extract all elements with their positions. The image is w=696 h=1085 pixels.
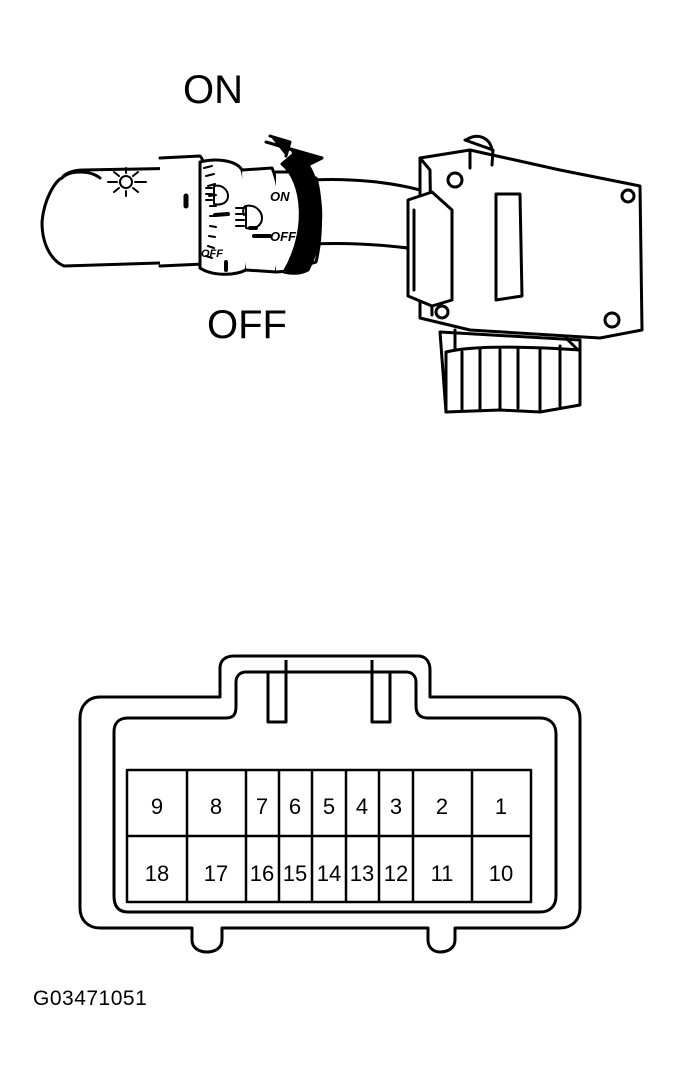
switch-off-label: OFF <box>207 303 287 347</box>
headlight-icon <box>107 167 147 197</box>
terminal-16: 16 <box>250 861 274 886</box>
lever-arm <box>310 177 424 252</box>
terminal-7: 7 <box>256 794 268 819</box>
switch-connector-block <box>438 328 582 414</box>
terminal-3: 3 <box>390 794 402 819</box>
connector-housing-inner <box>112 670 558 914</box>
terminal-6: 6 <box>289 794 301 819</box>
terminal-grid <box>125 768 533 904</box>
ring-label-off: OFF <box>270 229 297 244</box>
terminal-15: 15 <box>283 861 307 886</box>
terminal-12: 12 <box>384 861 408 886</box>
fog-light-icon <box>235 204 263 230</box>
terminal-row-top: 9 8 7 6 5 4 3 2 1 <box>151 794 507 819</box>
connector-face <box>78 654 582 954</box>
terminal-9: 9 <box>151 794 163 819</box>
switch-body <box>406 134 644 340</box>
ring-label-on: ON <box>270 189 290 204</box>
combination-switch <box>40 134 644 414</box>
terminal-13: 13 <box>350 861 374 886</box>
terminal-14: 14 <box>317 861 341 886</box>
terminal-8: 8 <box>210 794 222 819</box>
ring-label-off-small: OFF <box>201 248 223 260</box>
fog-light-icon-small <box>205 184 229 206</box>
terminal-1: 1 <box>495 794 507 819</box>
terminal-18: 18 <box>145 861 169 886</box>
terminal-11: 11 <box>431 861 454 886</box>
terminal-17: 17 <box>204 861 228 886</box>
terminal-4: 4 <box>356 794 368 819</box>
switch-on-label: ON <box>183 68 243 112</box>
terminal-10: 10 <box>489 861 513 886</box>
terminal-2: 2 <box>436 794 448 819</box>
terminal-5: 5 <box>323 794 335 819</box>
terminal-row-bottom: 18 17 16 15 14 13 12 11 10 <box>145 861 513 886</box>
rotation-arrow-icon <box>264 134 324 275</box>
figure-code: G03471051 <box>33 987 148 1010</box>
